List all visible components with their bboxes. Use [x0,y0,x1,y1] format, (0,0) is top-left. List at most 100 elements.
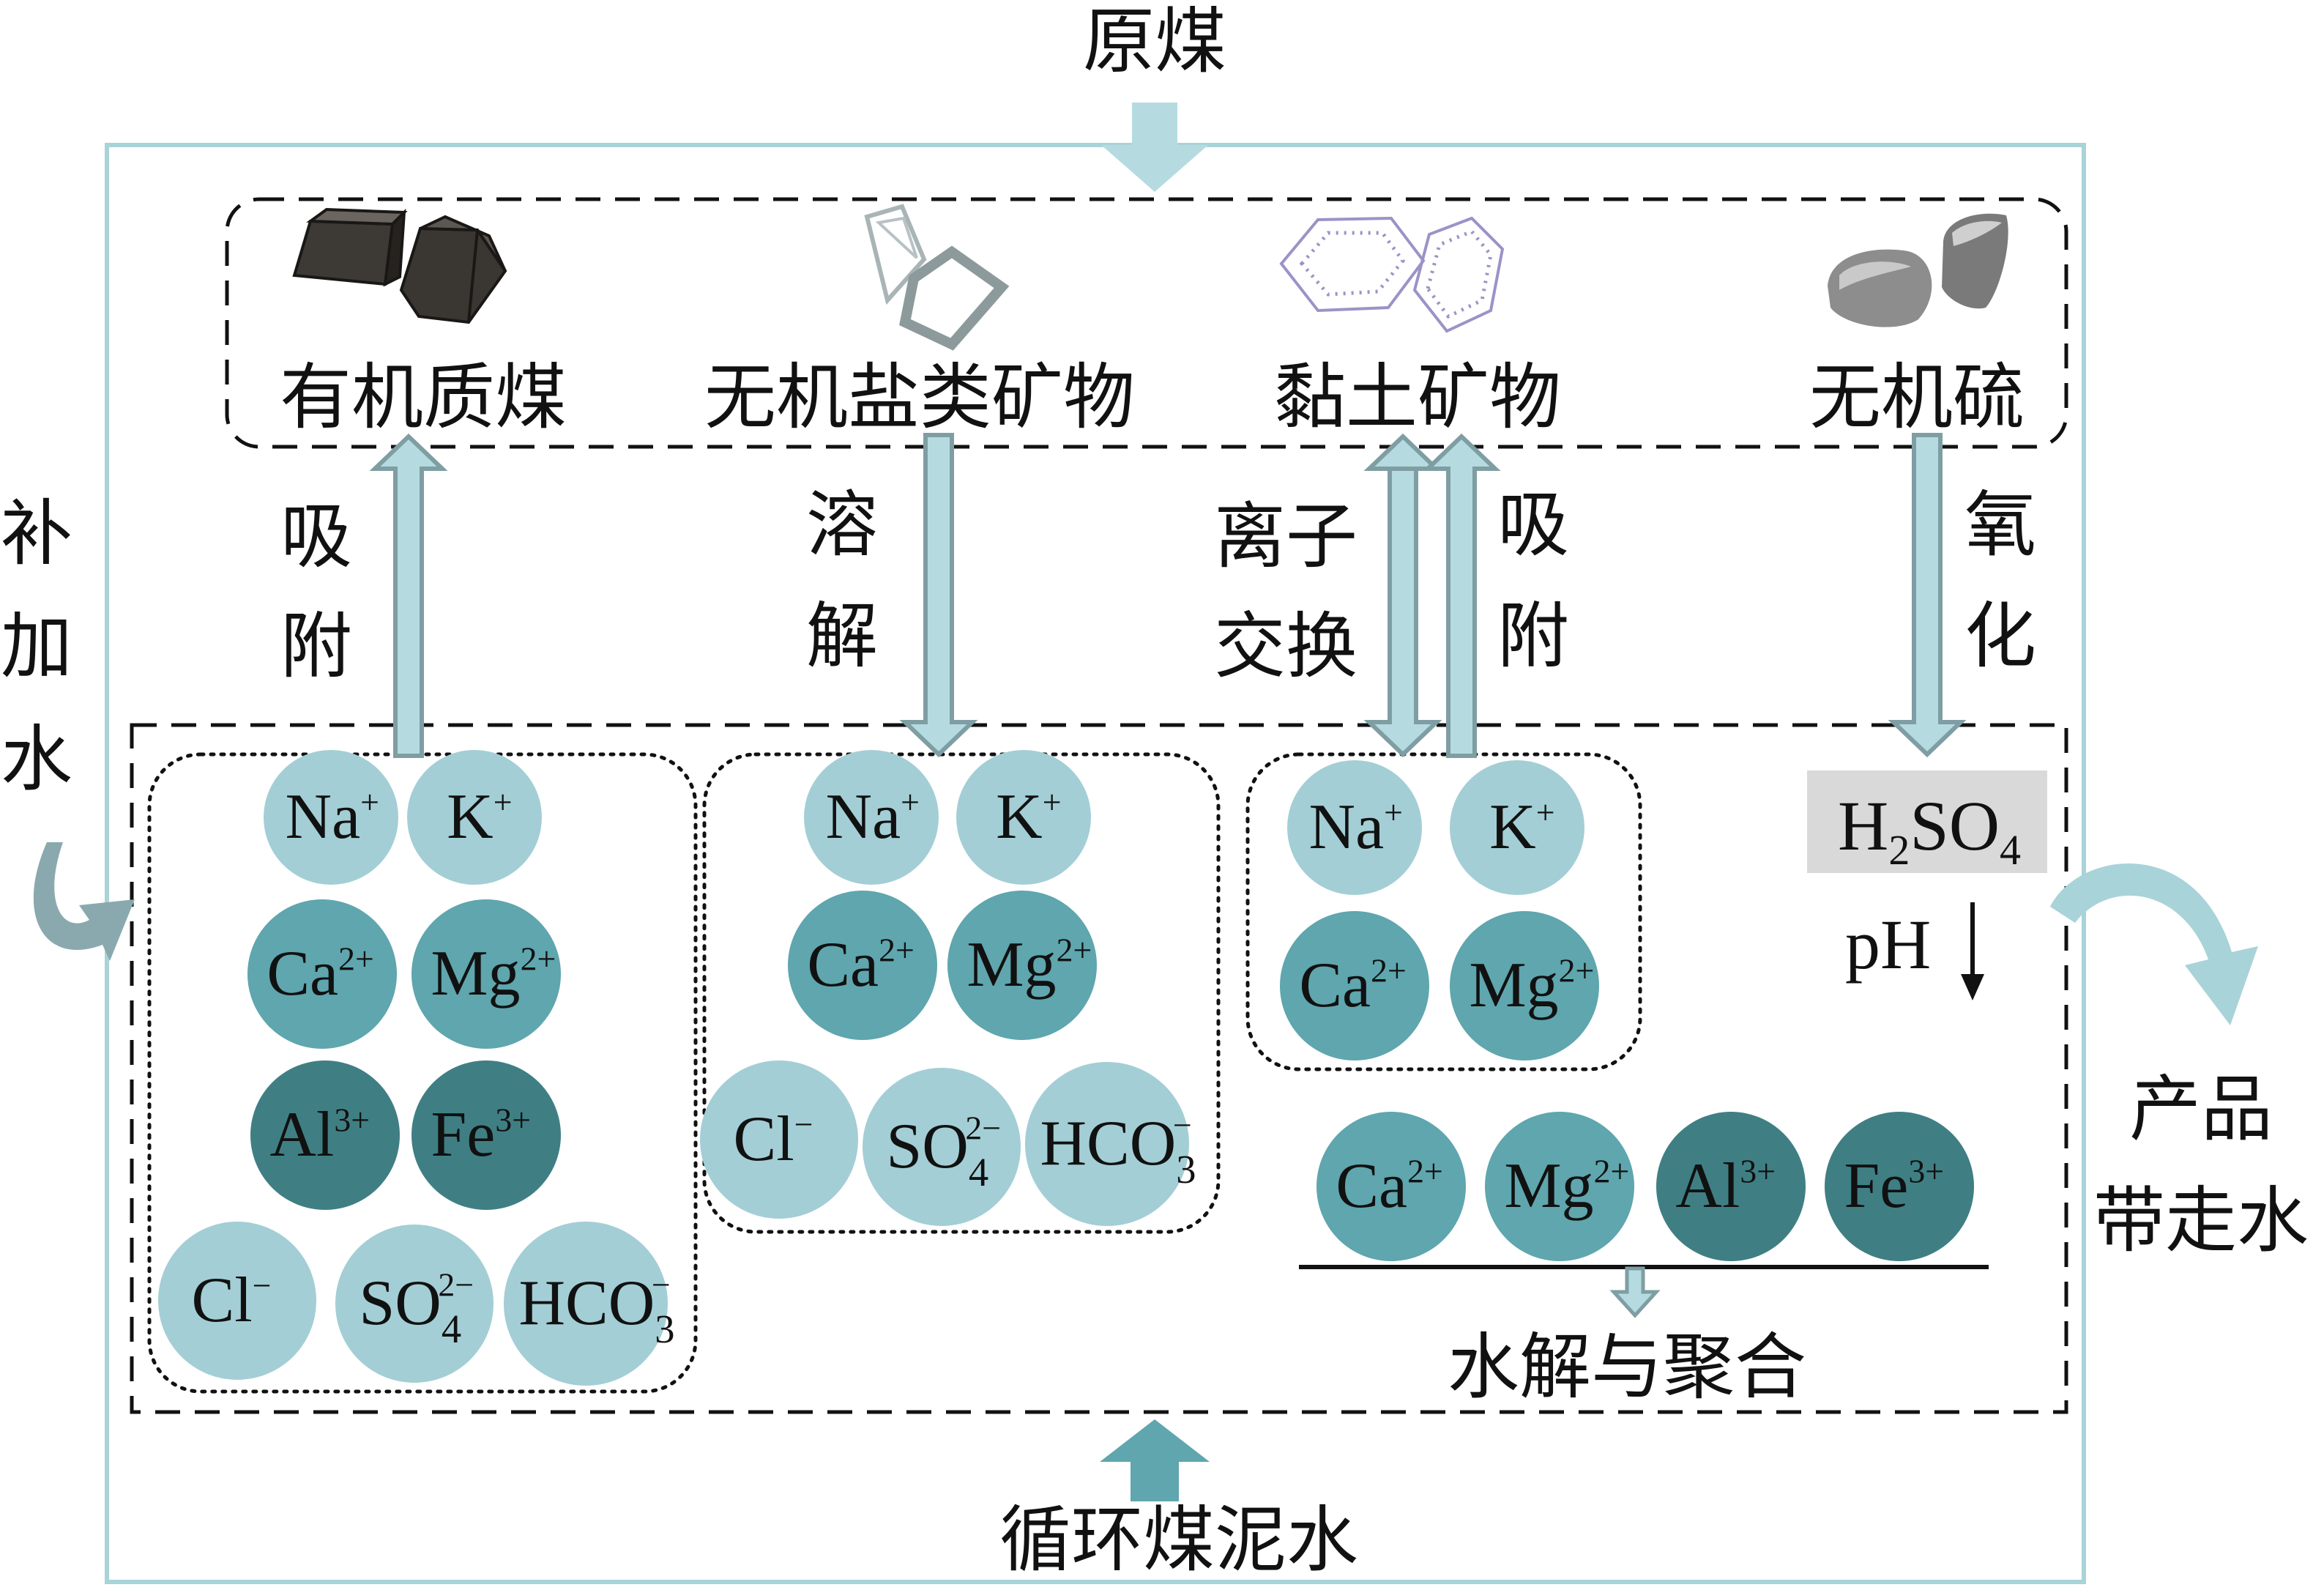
ion-label: Na+ [826,781,920,852]
ion-k: K+ [956,750,1091,885]
raw-coal-label: 原煤 [1083,0,1226,83]
ion-fe: Fe3+ [411,1060,561,1210]
ion-circle [411,1060,561,1210]
hydrolysis-arrow [1609,1266,1661,1318]
ion-label: Na+ [286,781,379,852]
ion-label: Al3+ [1675,1151,1776,1222]
ion-circle [407,750,542,885]
ion-label: Fe3+ [1844,1151,1944,1222]
ion-circle [804,750,939,885]
ion-circle [1316,1112,1466,1261]
hydrolysis-label: 水解与聚合 [1448,1326,1806,1409]
ion-na: Na+ [264,750,398,885]
ion-mg: Mg2+ [1485,1112,1634,1261]
ion-label: K+ [447,781,512,852]
ion-na: Na+ [1287,760,1422,895]
ion-circle [411,899,561,1049]
ion-circle [788,891,937,1040]
ion-cl: Cl− [158,1222,316,1380]
ion-label: Ca2+ [1336,1151,1442,1222]
ion-circle [947,891,1097,1040]
ion-label: HCO3− [518,1266,674,1351]
components-dashed-box [225,197,2068,449]
raw-coal-arrow [1101,103,1208,192]
ion-label: Al3+ [269,1099,370,1170]
sulfuric-acid-box [1807,770,2047,873]
ion-label: Mg2+ [1469,950,1594,1021]
ion-group-dissolve [702,752,1221,1234]
dissolve-label-char-1: 溶 [806,483,878,567]
ion-circle [158,1222,316,1380]
inorganic-sulfur-label: 无机硫 [1809,356,2025,439]
oxidize-label-char-2: 化 [1964,595,2036,678]
ion-circle [1450,760,1584,895]
ion-circle [264,750,398,885]
ion-group-exchange [1245,752,1642,1071]
water-dashed-box [130,723,2068,1414]
ion-ca: Ca2+ [247,899,397,1049]
ion-mg: Mg2+ [1450,911,1599,1060]
ion-label: Cl− [734,1104,813,1175]
ph-label: pH [1845,905,1931,984]
product-water-line-2: 带走水 [2093,1179,2309,1263]
ion-ca: Ca2+ [788,891,937,1040]
ion-layer: Na+ K+ Ca2+ Mg2+ Al3+ Fe3+ Cl− SO42− HCO3− Na+ K+ C… [158,750,1974,1386]
ion-mg: Mg2+ [947,891,1097,1040]
ion-label: SO42− [886,1109,1001,1194]
ion-label: SO42− [359,1266,474,1351]
ion-label: Cl− [192,1265,272,1336]
ion-circle [335,1225,494,1383]
clay-mineral-icon [1279,216,1505,333]
ion-fe: Fe3+ [1825,1112,1974,1261]
ion-ca: Ca2+ [1316,1112,1466,1261]
ion-circle [863,1068,1021,1226]
ion-circle [1450,911,1599,1060]
ion-so4: SO42− [335,1225,494,1383]
ion-label: Na+ [1309,792,1403,863]
organic-coal-icon [292,207,507,324]
ion-group-adsorb [147,752,698,1394]
ion-label: Mg2+ [1504,1151,1629,1222]
ion-circle [504,1222,668,1386]
circulating-water-arrow [1100,1419,1210,1501]
ion-label: Ca2+ [1299,950,1406,1021]
product-water-curved-arrow [2050,863,2258,1025]
ion-al: Al3+ [250,1060,400,1210]
organic-coal-label: 有机质煤 [280,356,567,439]
ion-label: Mg2+ [431,938,556,1009]
circulating-water-label: 循环煤泥水 [999,1498,1358,1582]
makeup-water-char-2: 加 [1,605,72,688]
product-water-line-1: 产品 [2129,1068,2273,1151]
makeup-water-char-1: 补 [1,492,72,576]
ph-down-arrow-icon [1961,902,1984,1000]
ion-hco3: HCO3− [504,1222,675,1386]
makeup-water-char-3: 水 [1,718,72,801]
oxidize-arrow [1888,433,1967,758]
ion-circle [956,750,1091,885]
ion-circle [1485,1112,1634,1261]
ion-label: HCO3− [1040,1106,1196,1191]
inorganic-salt-label: 无机盐类矿物 [704,356,1135,439]
clay-mineral-label: 黏土矿物 [1274,356,1561,439]
adsorb-label-2-char-1: 吸 [1497,483,1569,567]
ion-label: Mg2+ [967,929,1092,1000]
ion-label: K+ [996,781,1061,852]
ion-hco3: HCO3− [1025,1062,1196,1226]
ion-label: Ca2+ [807,929,914,1000]
adsorb-label-1-char-1: 吸 [280,495,352,579]
ion-circle [1287,760,1422,895]
ion-exchange-arrow-up [1363,433,1442,471]
inorganic-salt-icon [864,204,1010,351]
ion-al: Al3+ [1656,1112,1806,1261]
ion-circle [250,1060,400,1210]
ion-so4: SO42− [863,1068,1021,1226]
ion-circle [700,1060,858,1219]
adsorb-label-2-char-2: 附 [1497,595,1569,678]
ion-na: Na+ [804,750,939,885]
inorganic-sulfur-icon [1828,213,2008,327]
adsorb-label-1-char-2: 附 [280,605,352,688]
ion-circle [1656,1112,1806,1261]
ion-circle [1280,911,1429,1060]
dissolve-label-char-2: 解 [806,595,878,678]
makeup-water-curved-arrow [33,842,135,961]
